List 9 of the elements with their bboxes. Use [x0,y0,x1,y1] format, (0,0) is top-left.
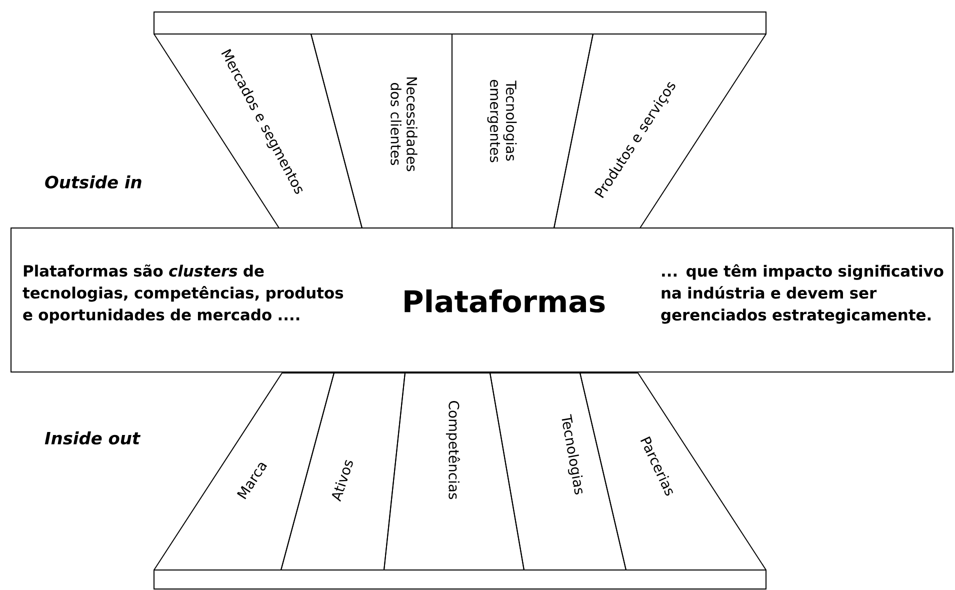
segment: Ativos [280,372,406,570]
platform-box: Plataformas são clusters de tecnologias, competências, produtos e oportunidades de mercado .... Plataformas ... que têm impacto significativo na indústria e devem ser gerenciados estrategicamente. [10,228,954,372]
segment: Necessidades dos clientes [310,34,452,228]
side-label: Outside in [45,175,142,189]
segment: Tecnologias emergentes [452,34,594,228]
bar [154,12,766,34]
bar [154,570,766,590]
segment: Tecnologias [490,372,626,570]
segment: Competências [384,372,524,570]
